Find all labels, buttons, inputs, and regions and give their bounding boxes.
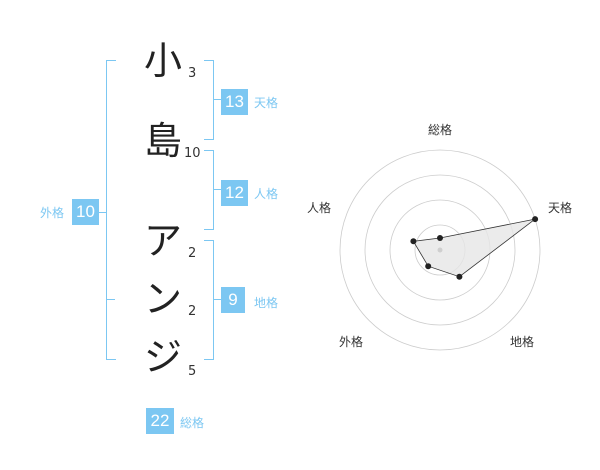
name-char-2: 島 <box>143 119 182 163</box>
gaikaku-bracket <box>106 60 116 360</box>
tenkaku-bracket-tick <box>213 99 221 100</box>
chikaku-badge: 9 <box>221 287 245 313</box>
name-char-3: ア <box>143 219 182 263</box>
radar-rings <box>339 149 541 351</box>
jinkaku-bracket-tick <box>213 189 221 190</box>
stroke-count-4: 2 <box>188 304 197 319</box>
radar-point-3 <box>456 273 463 280</box>
radar-points <box>410 216 539 280</box>
radar-point-4 <box>425 263 432 270</box>
radar-point-5 <box>410 238 417 245</box>
name-char-1: 小 <box>143 39 182 83</box>
radar-ring-4 <box>339 149 541 351</box>
stroke-count-2: 10 <box>184 146 201 161</box>
radar-axis-label-tenkaku: 天格 <box>548 200 572 215</box>
name-char-5: ジ <box>143 335 182 379</box>
radar-point-1 <box>437 235 443 241</box>
soukaku-badge: 22 <box>146 408 174 434</box>
radar-axis-label-gaikaku: 外格 <box>339 334 363 349</box>
jinkaku-label: 人格 <box>254 187 279 201</box>
radar-ring-3 <box>364 174 516 326</box>
radar-polygon <box>412 218 536 278</box>
stroke-count-3: 2 <box>188 246 197 261</box>
stroke-count-1: 3 <box>188 66 197 81</box>
soukaku-label: 総格 <box>180 416 205 430</box>
stroke-count-5: 5 <box>188 364 197 379</box>
chikaku-bracket <box>204 240 214 360</box>
tenkaku-bracket <box>204 60 214 140</box>
chikaku-label: 地格 <box>254 296 279 310</box>
radar-center-dot <box>437 247 443 253</box>
tenkaku-label: 天格 <box>254 96 279 110</box>
gaikaku-bracket-inner-tick <box>106 299 115 300</box>
jinkaku-bracket <box>204 150 214 230</box>
chikaku-bracket-tick <box>213 299 221 300</box>
gaikaku-badge: 10 <box>72 199 99 225</box>
gaikaku-label: 外格 <box>40 206 65 220</box>
radar-axis-label-jinkaku: 人格 <box>307 200 331 215</box>
name-char-4: ン <box>143 277 182 321</box>
radar-axis-label-soukaku: 総格 <box>428 122 452 137</box>
radar-axis-label-chikaku: 地格 <box>510 334 534 349</box>
jinkaku-badge: 12 <box>221 180 248 206</box>
radar-point-2 <box>532 216 539 223</box>
tenkaku-badge: 13 <box>221 89 248 115</box>
gaikaku-bracket-tick <box>98 212 106 213</box>
